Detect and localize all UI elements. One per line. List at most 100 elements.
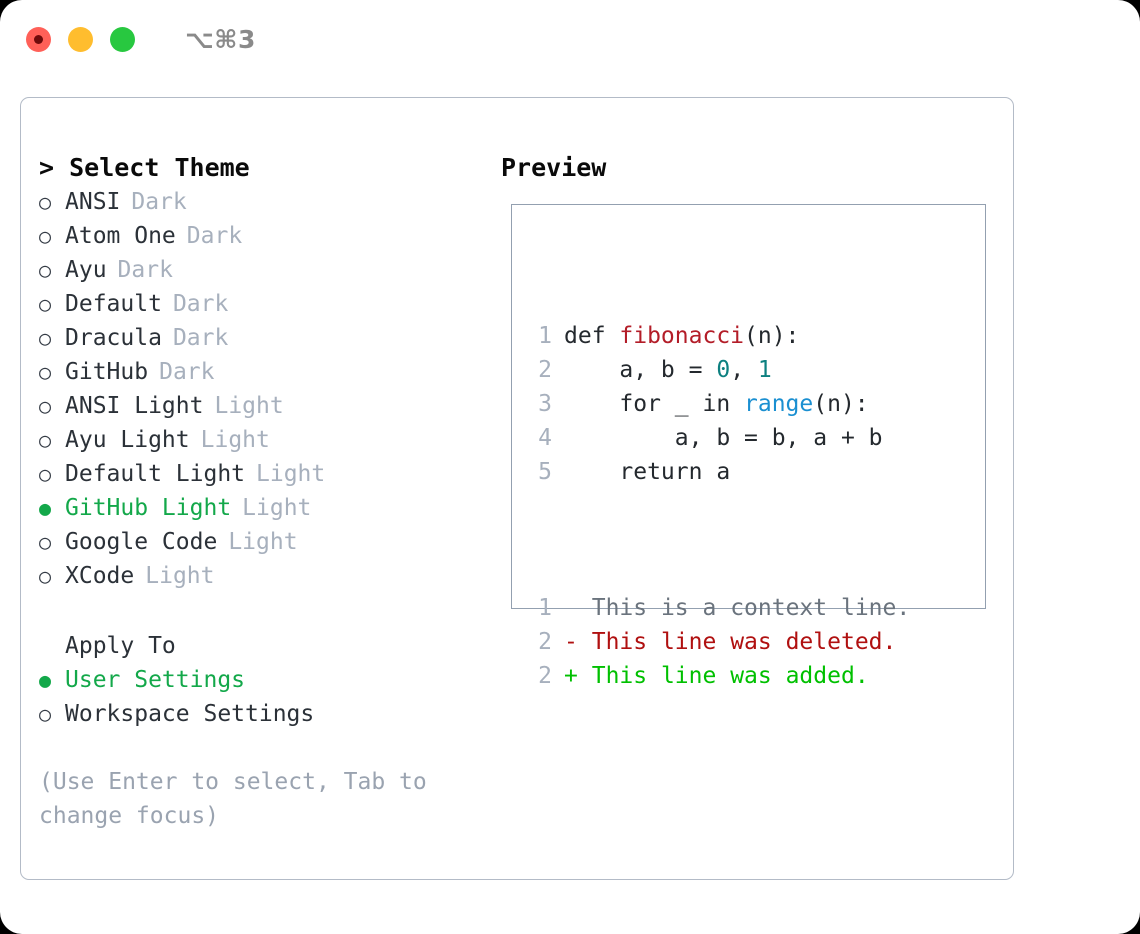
theme-item-github-light[interactable]: ● GitHub Light Light bbox=[39, 491, 469, 525]
code-line: 1 def fibonacci(n): bbox=[524, 319, 910, 353]
window-controls bbox=[26, 26, 135, 52]
line-number: 1 bbox=[538, 323, 552, 349]
radio-unselected-icon: ○ bbox=[39, 258, 52, 282]
theme-item-google-code[interactable]: ○ Google Code Light bbox=[39, 525, 469, 559]
theme-item-category: Dark bbox=[131, 189, 187, 215]
theme-item-category: Dark bbox=[159, 359, 215, 385]
apply-to-option-user-settings[interactable]: ●User Settings bbox=[39, 663, 469, 697]
theme-item-label: Ayu bbox=[65, 257, 107, 283]
theme-item-label: Atom One bbox=[65, 223, 176, 249]
preview-title: Preview bbox=[501, 153, 607, 182]
code-token: 0 bbox=[716, 357, 731, 383]
diff-gap bbox=[578, 659, 592, 693]
theme-item-dracula[interactable]: ○ Dracula Dark bbox=[39, 321, 469, 355]
theme-item-atom-one[interactable]: ○ Atom One Dark bbox=[39, 219, 469, 253]
page-title: > Select Theme bbox=[39, 153, 250, 182]
code-line: 3 for _ in range(n): bbox=[524, 387, 910, 421]
radio-unselected-icon: ○ bbox=[39, 702, 52, 726]
theme-item-category: Light bbox=[145, 563, 215, 589]
code-line: 2 a, b = 0, 1 bbox=[524, 353, 910, 387]
radio-unselected-icon: ○ bbox=[39, 292, 52, 316]
theme-item-category: Dark bbox=[186, 223, 243, 249]
code-token: 1 bbox=[757, 357, 772, 383]
theme-item-category: Dark bbox=[172, 325, 229, 351]
diff-gap bbox=[578, 625, 592, 659]
theme-item-default[interactable]: ○ Default Dark bbox=[39, 287, 469, 321]
diff-line-ctx: 1 This is a context line. bbox=[524, 591, 910, 625]
theme-item-label: Default bbox=[65, 291, 162, 317]
theme-item-category: Light bbox=[242, 495, 312, 521]
code-token: a, b = bbox=[564, 357, 717, 383]
code-line: 5 return a bbox=[524, 455, 910, 489]
code-token: (n): bbox=[813, 391, 869, 417]
theme-item-category: Light bbox=[200, 427, 270, 453]
radio-unselected-icon: ○ bbox=[39, 564, 52, 588]
theme-item-label: ANSI bbox=[65, 189, 121, 215]
radio-unselected-icon: ○ bbox=[39, 224, 52, 248]
theme-item-ansi[interactable]: ○ ANSI Dark bbox=[39, 185, 469, 219]
diff-text: This line was deleted. bbox=[591, 629, 897, 655]
radio-unselected-icon: ○ bbox=[39, 394, 52, 418]
line-number: 2 bbox=[538, 629, 552, 655]
diff-line-del: 2- This line was deleted. bbox=[524, 625, 910, 659]
theme-item-label: GitHub Light bbox=[65, 495, 232, 521]
code-token: fibonacci bbox=[619, 323, 745, 349]
line-number: 3 bbox=[538, 391, 552, 417]
code-token: , bbox=[730, 357, 758, 383]
theme-item-category: Dark bbox=[172, 291, 229, 317]
theme-item-ayu[interactable]: ○ Ayu Dark bbox=[39, 253, 469, 287]
code-token: for _ in bbox=[564, 391, 745, 417]
theme-item-github[interactable]: ○ GitHub Dark bbox=[39, 355, 469, 389]
theme-item-label: GitHub bbox=[65, 359, 149, 385]
theme-item-category: Dark bbox=[117, 257, 173, 283]
theme-item-label: Dracula bbox=[65, 325, 162, 351]
title-bar: ⌥⌘3 bbox=[0, 0, 1140, 78]
code-token: (n): bbox=[744, 323, 800, 349]
radio-unselected-icon: ○ bbox=[39, 530, 52, 554]
close-icon[interactable] bbox=[26, 26, 51, 52]
keyboard-hint: (Use Enter to select, Tab to change focu… bbox=[39, 769, 427, 829]
apply-to-section: Apply To ●User Settings ○ Workspace Settin… bbox=[39, 629, 469, 731]
line-number: 5 bbox=[538, 459, 552, 485]
theme-item-xcode[interactable]: ○ XCode Light bbox=[39, 559, 469, 593]
radio-unselected-icon: ○ bbox=[39, 360, 52, 384]
radio-selected-icon: ● bbox=[39, 668, 52, 692]
radio-unselected-icon: ○ bbox=[39, 428, 52, 452]
code-token: def bbox=[564, 323, 620, 349]
diff-text: This line was added. bbox=[591, 663, 869, 689]
theme-item-label: ANSI Light bbox=[65, 393, 204, 419]
diff-line-add: 2+ This line was added. bbox=[524, 659, 910, 693]
code-token: return a bbox=[564, 459, 731, 485]
radio-unselected-icon: ○ bbox=[39, 190, 52, 214]
theme-item-label: XCode bbox=[65, 563, 135, 589]
keyboard-shortcut-label: ⌥⌘3 bbox=[185, 24, 256, 54]
diff-gap bbox=[578, 591, 592, 625]
code-token: range bbox=[744, 391, 814, 417]
diff-sign bbox=[564, 591, 578, 625]
maximize-icon[interactable] bbox=[110, 26, 135, 52]
radio-unselected-icon: ○ bbox=[39, 326, 52, 350]
apply-to-title: Apply To bbox=[65, 633, 176, 659]
diff-text: This is a context line. bbox=[591, 595, 911, 621]
line-number: 2 bbox=[538, 357, 552, 383]
theme-item-category: Light bbox=[228, 529, 298, 555]
radio-selected-icon: ● bbox=[39, 496, 52, 520]
minimize-icon[interactable] bbox=[68, 26, 93, 52]
diff-sign: - bbox=[564, 629, 578, 655]
theme-item-label: Google Code bbox=[65, 529, 218, 555]
apply-to-option-workspace-settings[interactable]: ○ Workspace Settings bbox=[39, 697, 469, 731]
apply-to-options[interactable]: ●User Settings ○ Workspace Settings bbox=[39, 663, 469, 731]
apply-to-option-label: Workspace Settings bbox=[65, 701, 315, 727]
theme-item-label: Default Light bbox=[65, 461, 246, 487]
line-number: 4 bbox=[538, 425, 552, 451]
